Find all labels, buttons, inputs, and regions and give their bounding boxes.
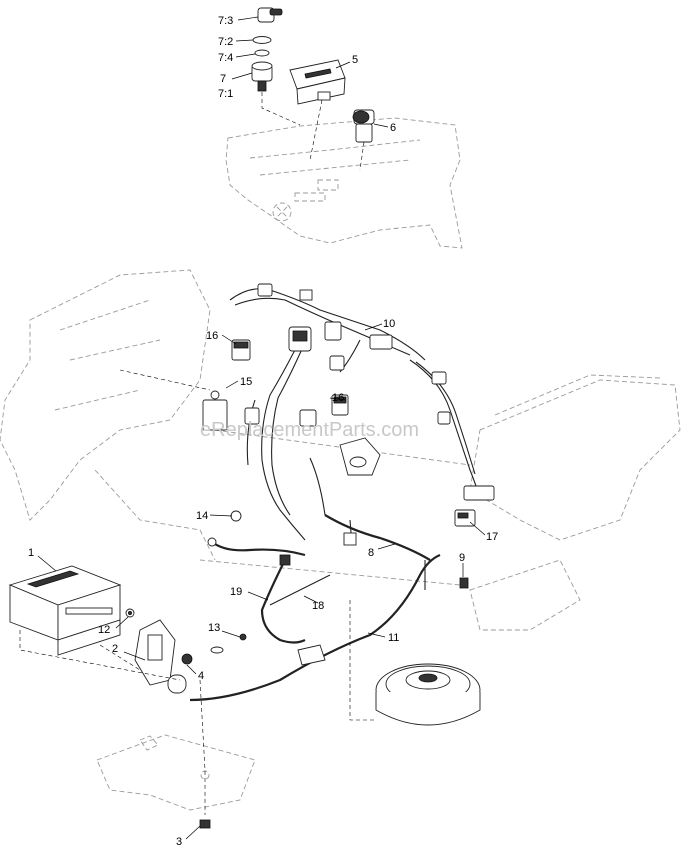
nut: [199, 819, 211, 829]
fitting: [459, 577, 469, 589]
ring-terminal: [210, 633, 247, 654]
relay-bracket: [202, 390, 228, 431]
callout-1: 1: [28, 547, 34, 559]
hour-meter: [289, 59, 346, 161]
wire-lead: [269, 574, 331, 606]
callout-16-right: 16: [332, 392, 344, 404]
callout-4: 4: [198, 670, 204, 682]
leader-lines: [37, 16, 486, 840]
callout-18: 18: [312, 600, 324, 612]
screw: [125, 608, 135, 618]
callout-17: 17: [486, 531, 498, 543]
sub-harness: [309, 457, 431, 590]
callout-8: 8: [368, 547, 374, 559]
callout-16-left: 16: [206, 330, 218, 342]
callout-5: 5: [352, 54, 358, 66]
callout-6: 6: [390, 122, 396, 134]
callout-3: 3: [176, 836, 182, 848]
battery-ground-cable: [260, 554, 306, 644]
watermark: eReplacementParts.com: [200, 419, 419, 441]
ground-wire: [207, 510, 306, 557]
wire-harness: [229, 283, 495, 541]
console-frame: [225, 117, 463, 249]
callout-labels: 7:3 7:2 7:4 7 7:1 5 6 10 16 15 16 14 17 …: [28, 15, 498, 848]
callout-7-1: 7:1: [218, 88, 233, 100]
callout-15: 15: [240, 376, 252, 388]
relay-left: [231, 339, 251, 361]
battery-bracket: [134, 619, 206, 815]
callout-7-2: 7:2: [218, 36, 233, 48]
callout-10: 10: [383, 318, 395, 330]
pto-switch: [352, 109, 375, 171]
callout-9: 9: [459, 552, 465, 564]
key-switch-assembly: [251, 7, 301, 126]
pto-clutch: [375, 663, 481, 726]
guide-lines: [19, 369, 376, 721]
callout-2: 2: [112, 643, 118, 655]
callout-19: 19: [230, 586, 242, 598]
callout-13: 13: [208, 622, 220, 634]
callout-7-3: 7:3: [218, 15, 233, 27]
callout-12: 12: [98, 624, 110, 636]
battery-mount-plate: [96, 734, 256, 811]
seat-switch-bracket: [339, 437, 381, 476]
callout-11: 11: [388, 632, 399, 644]
callout-7-4: 7:4: [218, 52, 233, 64]
callout-14: 14: [196, 510, 208, 522]
battery: [8, 565, 122, 656]
battery-cable: [189, 553, 441, 702]
callout-7: 7: [220, 73, 226, 85]
